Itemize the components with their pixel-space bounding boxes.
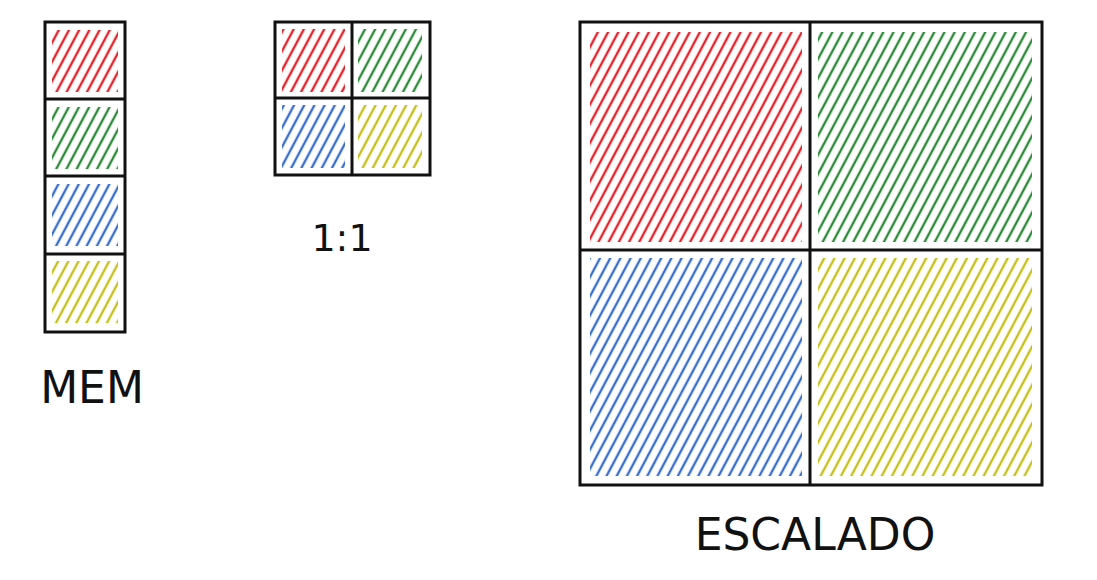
one-to-one-grid — [275, 22, 430, 175]
memory-label: MEM — [40, 366, 144, 410]
ratio-label: 1:1 — [311, 219, 372, 257]
scaled-label: ESCALADO — [695, 513, 936, 557]
scaled-grid — [580, 22, 1042, 485]
memory-column — [45, 22, 125, 332]
